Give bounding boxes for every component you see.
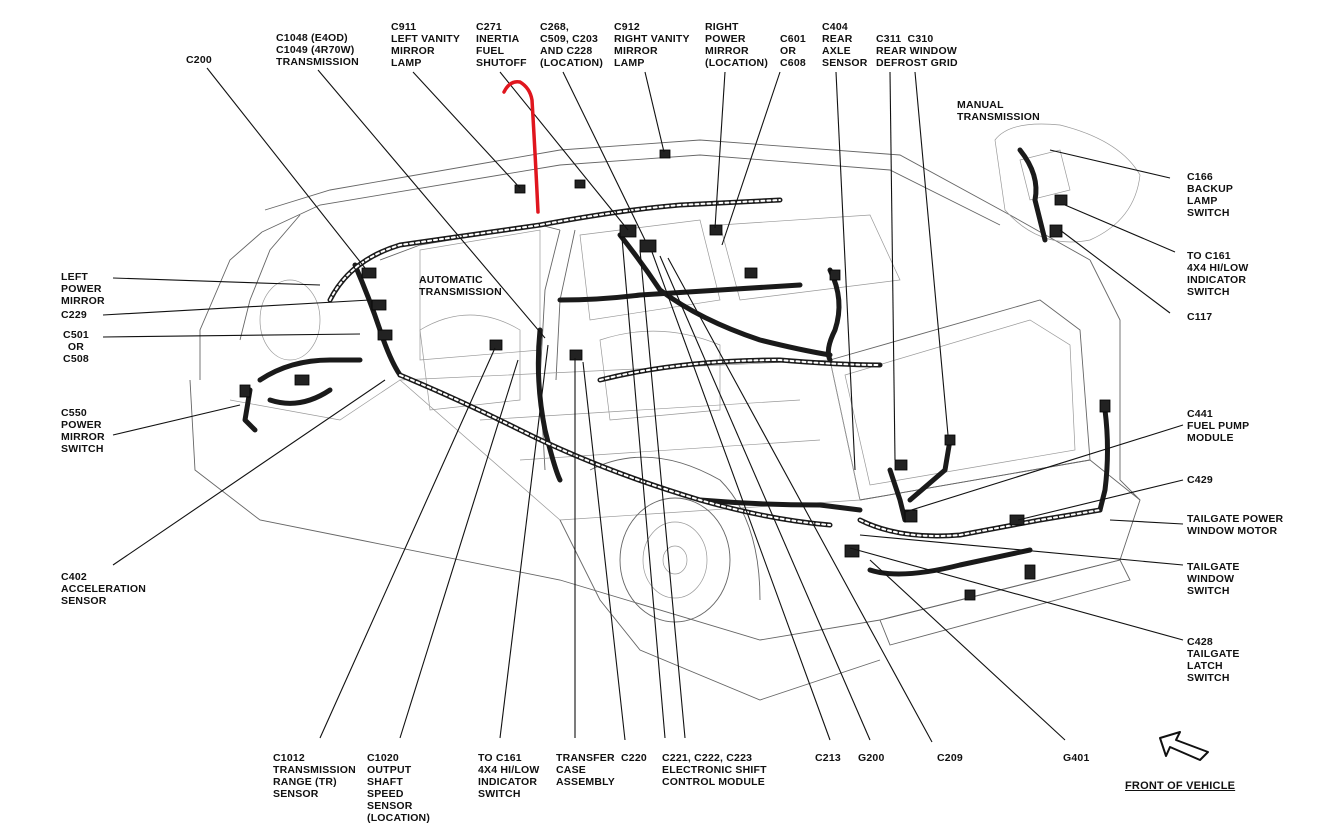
label-c1020: C1020 OUTPUT SHAFT SPEED SENSOR (LOCATIO… bbox=[367, 752, 431, 824]
label-c501: C501 OR C508 bbox=[63, 329, 89, 365]
label-front-of-vehicle: FRONT OF VEHICLE bbox=[1125, 780, 1236, 792]
label-c213: C213 bbox=[815, 752, 841, 764]
label-c441: C441 FUEL PUMP MODULE bbox=[1187, 408, 1250, 444]
label-c220: C220 bbox=[621, 752, 647, 764]
label-c161-bottom: TO C161 4X4 HI/LOW INDICATOR SWITCH bbox=[478, 752, 540, 800]
arrow-icon bbox=[1159, 731, 1209, 761]
label-c911: C911 LEFT VANITY MIRROR LAMP bbox=[391, 21, 461, 69]
label-c311: C311 C310 REAR WINDOW DEFROST GRID bbox=[876, 33, 958, 69]
label-c912: C912 RIGHT VANITY MIRROR LAMP bbox=[614, 21, 690, 69]
label-right-power-mirror: RIGHT POWER MIRROR (LOCATION) bbox=[705, 21, 769, 69]
label-c1048: C1048 (E4OD) C1049 (4R70W) TRANSMISSION bbox=[276, 32, 359, 68]
label-c229: C229 bbox=[61, 309, 87, 321]
wiring-harness bbox=[242, 147, 1110, 577]
label-transfer-case: TRANSFER CASE ASSEMBLY bbox=[556, 752, 615, 788]
label-c200: C200 bbox=[186, 54, 212, 66]
label-c166: C166 BACKUP LAMP SWITCH bbox=[1187, 171, 1234, 219]
vehicle-body-outline bbox=[189, 123, 1141, 701]
label-g200: G200 bbox=[858, 752, 885, 764]
label-c601: C601 OR C608 bbox=[780, 33, 806, 69]
leader-lines bbox=[102, 67, 1184, 743]
label-tailgate-window-switch: TAILGATE WINDOW SWITCH bbox=[1187, 561, 1240, 597]
label-c117: C117 bbox=[1187, 311, 1213, 323]
label-c271: C271 INERTIA FUEL SHUTOFF bbox=[476, 21, 527, 69]
label-c550: C550 POWER MIRROR SWITCH bbox=[61, 407, 105, 455]
label-tailgate-power-window-motor: TAILGATE POWER WINDOW MOTOR bbox=[1187, 513, 1284, 537]
connectors bbox=[239, 149, 1111, 601]
label-automatic-transmission: AUTOMATIC TRANSMISSION bbox=[419, 274, 502, 298]
label-c404: C404 REAR AXLE SENSOR bbox=[822, 21, 868, 69]
label-left-power-mirror: LEFT POWER MIRROR bbox=[61, 271, 105, 307]
label-c268: C268, C509, C203 AND C228 (LOCATION) bbox=[540, 21, 604, 69]
red-annotation-mark bbox=[502, 79, 540, 214]
label-c428: C428 TAILGATE LATCH SWITCH bbox=[1187, 636, 1240, 684]
label-c429: C429 bbox=[1187, 474, 1213, 486]
label-manual-transmission: MANUAL TRANSMISSION bbox=[957, 99, 1040, 123]
label-c221: C221, C222, C223 ELECTRONIC SHIFT CONTRO… bbox=[662, 752, 767, 788]
label-c209: C209 bbox=[937, 752, 963, 764]
label-c402: C402 ACCELERATION SENSOR bbox=[61, 571, 147, 607]
label-g401: G401 bbox=[1063, 752, 1090, 764]
label-c1012: C1012 TRANSMISSION RANGE (TR) SENSOR bbox=[273, 752, 356, 800]
label-c161-top: TO C161 4X4 HI/LOW INDICATOR SWITCH bbox=[1187, 250, 1249, 298]
